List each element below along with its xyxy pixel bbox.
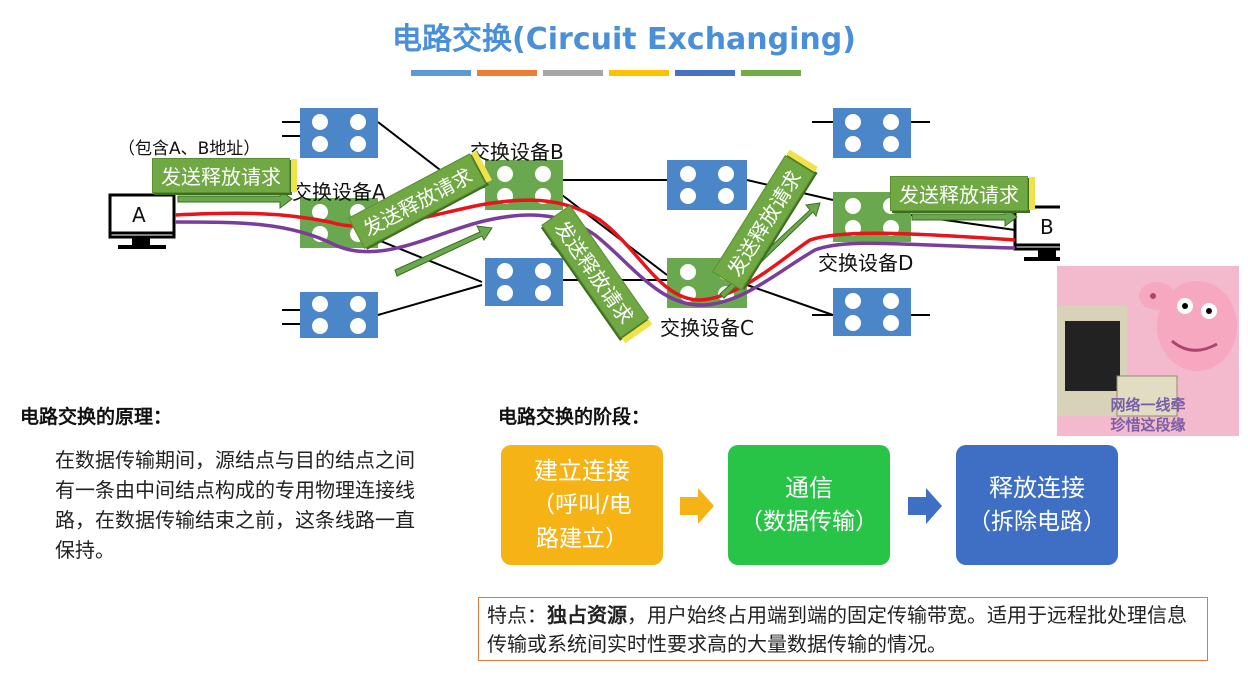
switch-a-label: 交换设备A bbox=[292, 180, 386, 204]
color-bar-2 bbox=[477, 70, 537, 76]
stage-communicate-sub: （数据传输） bbox=[740, 509, 878, 535]
circuit-path-red bbox=[174, 198, 1016, 302]
stage-arrow-2 bbox=[908, 488, 942, 524]
host-b-computer-icon bbox=[1013, 205, 1060, 261]
stage-communicate-title: 通信 bbox=[785, 474, 833, 502]
peppa-computer-image: 网络一线牵 珍惜这段缘 bbox=[1057, 266, 1239, 436]
color-bar-1 bbox=[411, 70, 471, 76]
feature-box: 特点：独占资源，用户始终占用端到端的固定传输带宽。适用于远程批处理信息传输或系统… bbox=[478, 597, 1208, 661]
peppa-illustration bbox=[1057, 266, 1239, 436]
stage-release-sub: （拆除电路） bbox=[968, 509, 1106, 535]
page-title: 电路交换(Circuit Exchanging) bbox=[392, 22, 856, 57]
stage-establish: 建立连接 （呼叫/电 路建立） bbox=[501, 445, 663, 565]
links bbox=[282, 121, 1016, 325]
switch-bottom-left bbox=[300, 292, 378, 338]
principle-text: 在数据传输期间，源结点与目的结点之间有一条由中间结点构成的专用物理连接线路，在数… bbox=[55, 448, 415, 562]
stage-communicate: 通信 （数据传输） bbox=[728, 445, 890, 565]
principle-heading: 电路交换的原理： bbox=[20, 406, 173, 428]
color-bar-3 bbox=[543, 70, 603, 76]
switch-mid-upper bbox=[667, 160, 747, 210]
color-bar-5 bbox=[675, 70, 735, 76]
title-color-bars bbox=[411, 70, 801, 76]
feature-bold: 独占资源 bbox=[547, 603, 627, 627]
address-note: （包含A、B地址） bbox=[118, 139, 261, 159]
stage-release-title: 释放连接 bbox=[989, 474, 1085, 502]
stage-establish-title: 建立连接 bbox=[534, 457, 630, 485]
release-banner-1: 发送释放请求 bbox=[152, 158, 297, 193]
color-bar-6 bbox=[741, 70, 801, 76]
host-a-computer-icon bbox=[108, 193, 176, 249]
switch-d-label: 交换设备D bbox=[818, 251, 914, 275]
color-bar-4 bbox=[609, 70, 669, 76]
circuit-path-purple bbox=[174, 213, 1016, 307]
switch-mid-lower bbox=[485, 258, 563, 306]
stage-establish-sub1: （呼叫/电 bbox=[532, 492, 632, 518]
switch-top-right bbox=[833, 108, 911, 158]
stage-establish-sub2: 路建立） bbox=[536, 526, 628, 552]
stages-heading: 电路交换的阶段： bbox=[498, 406, 651, 428]
stage-release: 释放连接 （拆除电路） bbox=[956, 445, 1118, 565]
feature-text: ，用户始终占用端到端的固定传输带宽。适用于远程批处理信息传输或系统间实时性要求高… bbox=[487, 603, 1187, 656]
image-caption-line2: 珍惜这段缘 bbox=[1110, 416, 1186, 434]
stage-arrow-1 bbox=[680, 488, 714, 524]
switch-c-label: 交换设备C bbox=[660, 316, 754, 340]
host-b-label: B bbox=[1040, 215, 1054, 239]
image-caption-line1: 网络一线牵 bbox=[1110, 396, 1186, 414]
feature-prefix: 特点： bbox=[487, 603, 547, 627]
switch-bottom-right bbox=[833, 288, 911, 336]
release-banner-5: 发送释放请求 bbox=[890, 176, 1035, 211]
switch-top-left bbox=[300, 108, 378, 158]
host-a-label: A bbox=[132, 203, 146, 227]
switch-b-label: 交换设备B bbox=[470, 140, 564, 164]
